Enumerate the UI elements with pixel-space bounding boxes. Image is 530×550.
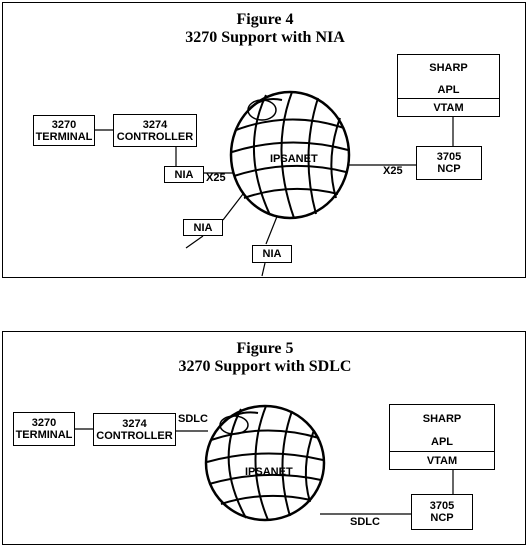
nia-bottom-tail (261, 262, 266, 277)
figure-4-heading: Figure 4 3270 Support with NIA (0, 11, 530, 47)
terminal-model-5: 3270 (31, 417, 57, 429)
network-label-4: IPSANET (270, 153, 318, 165)
ncp-box-5: 3705 NCP (411, 494, 473, 530)
apl-label-5: APL (431, 436, 453, 448)
ncp-model-4: 3705 (436, 151, 462, 163)
ncp-label-5: NCP (430, 512, 454, 524)
host-stack-4: SHARP APL VTAM (397, 54, 500, 117)
terminal-label-4: TERMINAL (35, 130, 93, 143)
figure-5-subtitle: 3270 Support with SDLC (178, 358, 352, 375)
controller-model-5: 3274 (122, 417, 147, 430)
controller-box-5: 3274 CONTROLLER (93, 413, 176, 446)
nia-left-tail (185, 235, 204, 249)
controller-label-4: CONTROLLER (116, 130, 194, 143)
ncp-label-4: NCP (437, 163, 461, 175)
controller-label-5: CONTROLLER (96, 429, 173, 442)
vtam-label-4: VTAM (398, 98, 499, 116)
figure-5-heading: Figure 5 3270 Support with SDLC (0, 340, 530, 376)
terminal-model-4: 3270 (51, 118, 77, 131)
globe-nia-left-line (222, 193, 244, 221)
vtam-label-5: VTAM (390, 451, 494, 469)
host-stack-5: SHARP APL VTAM (389, 404, 495, 470)
x25-label-left: X25 (206, 172, 226, 184)
controller-box-4: 3274 CONTROLLER (113, 114, 197, 147)
sdlc-label-right: SDLC (350, 516, 380, 528)
sharp-label-4: SHARP (429, 62, 468, 74)
ncp-box-4: 3705 NCP (416, 146, 482, 180)
terminal-label-5: TERMINAL (15, 429, 73, 441)
figure-4-subtitle: 3270 Support with NIA (185, 29, 345, 46)
sdlc-label-left: SDLC (178, 413, 208, 425)
sharp-label-5: SHARP (422, 413, 462, 425)
nia-box-main: NIA (164, 166, 204, 183)
apl-label-4: APL (437, 83, 460, 96)
nia-box-bottom: NIA (252, 245, 292, 263)
x25-label-right: X25 (383, 165, 403, 177)
nia-box-left: NIA (183, 219, 223, 236)
ncp-model-5: 3705 (429, 500, 455, 512)
terminal-box-5: 3270 TERMINAL (13, 412, 75, 446)
controller-model-4: 3274 (142, 118, 168, 131)
globe-nia-bottom-line (265, 213, 279, 245)
figure-5-title: Figure 5 (236, 340, 294, 357)
figure-4-title: Figure 4 (236, 11, 294, 28)
network-label-5: IPSANET (245, 466, 293, 478)
terminal-box-4: 3270 TERMINAL (33, 115, 95, 146)
